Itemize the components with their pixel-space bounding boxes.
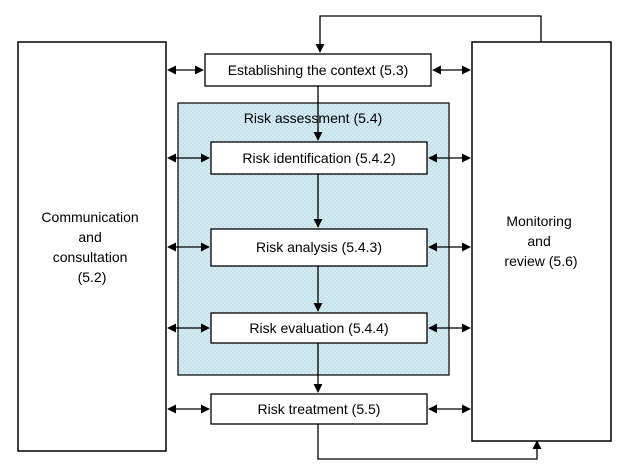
connectors-communication (167, 65, 210, 414)
step-box (210, 141, 428, 175)
step-box (210, 312, 428, 344)
feedback-loop-bottom-arrow (317, 424, 542, 460)
step-label: Risk analysis (5.4.3) (256, 239, 382, 255)
risk-assessment-label: Risk assessment (5.4) (244, 110, 382, 126)
monitoring-review-box: Monitoring and review (5.6) (471, 41, 612, 442)
step-risk-identification: Risk identification (5.4.2) (210, 141, 428, 175)
monitoring-box-label: Monitoring and review (5.6) (504, 213, 577, 269)
step-label: Risk treatment (5.5) (258, 401, 381, 417)
communication-consultation-box: Communication and consultation (5.2) (17, 41, 167, 452)
step-box (204, 53, 432, 87)
step-box (210, 393, 428, 425)
step-label: Risk identification (5.4.2) (242, 150, 395, 166)
step-establishing-context: Establishing the context (5.3) (204, 53, 432, 87)
connectors-monitoring (428, 65, 471, 414)
step-box (210, 228, 428, 267)
step-label: Risk evaluation (5.4.4) (249, 320, 388, 336)
feedback-loop-top-arrow (315, 15, 542, 53)
communication-box-label: Communication and consultation (5.2) (41, 209, 142, 285)
step-risk-treatment: Risk treatment (5.5) (210, 393, 428, 425)
communication-box-frame (17, 41, 167, 452)
step-risk-evaluation: Risk evaluation (5.4.4) (210, 312, 428, 344)
step-label: Establishing the context (5.3) (228, 62, 409, 78)
monitoring-box-frame (471, 41, 612, 442)
step-risk-analysis: Risk analysis (5.4.3) (210, 228, 428, 267)
